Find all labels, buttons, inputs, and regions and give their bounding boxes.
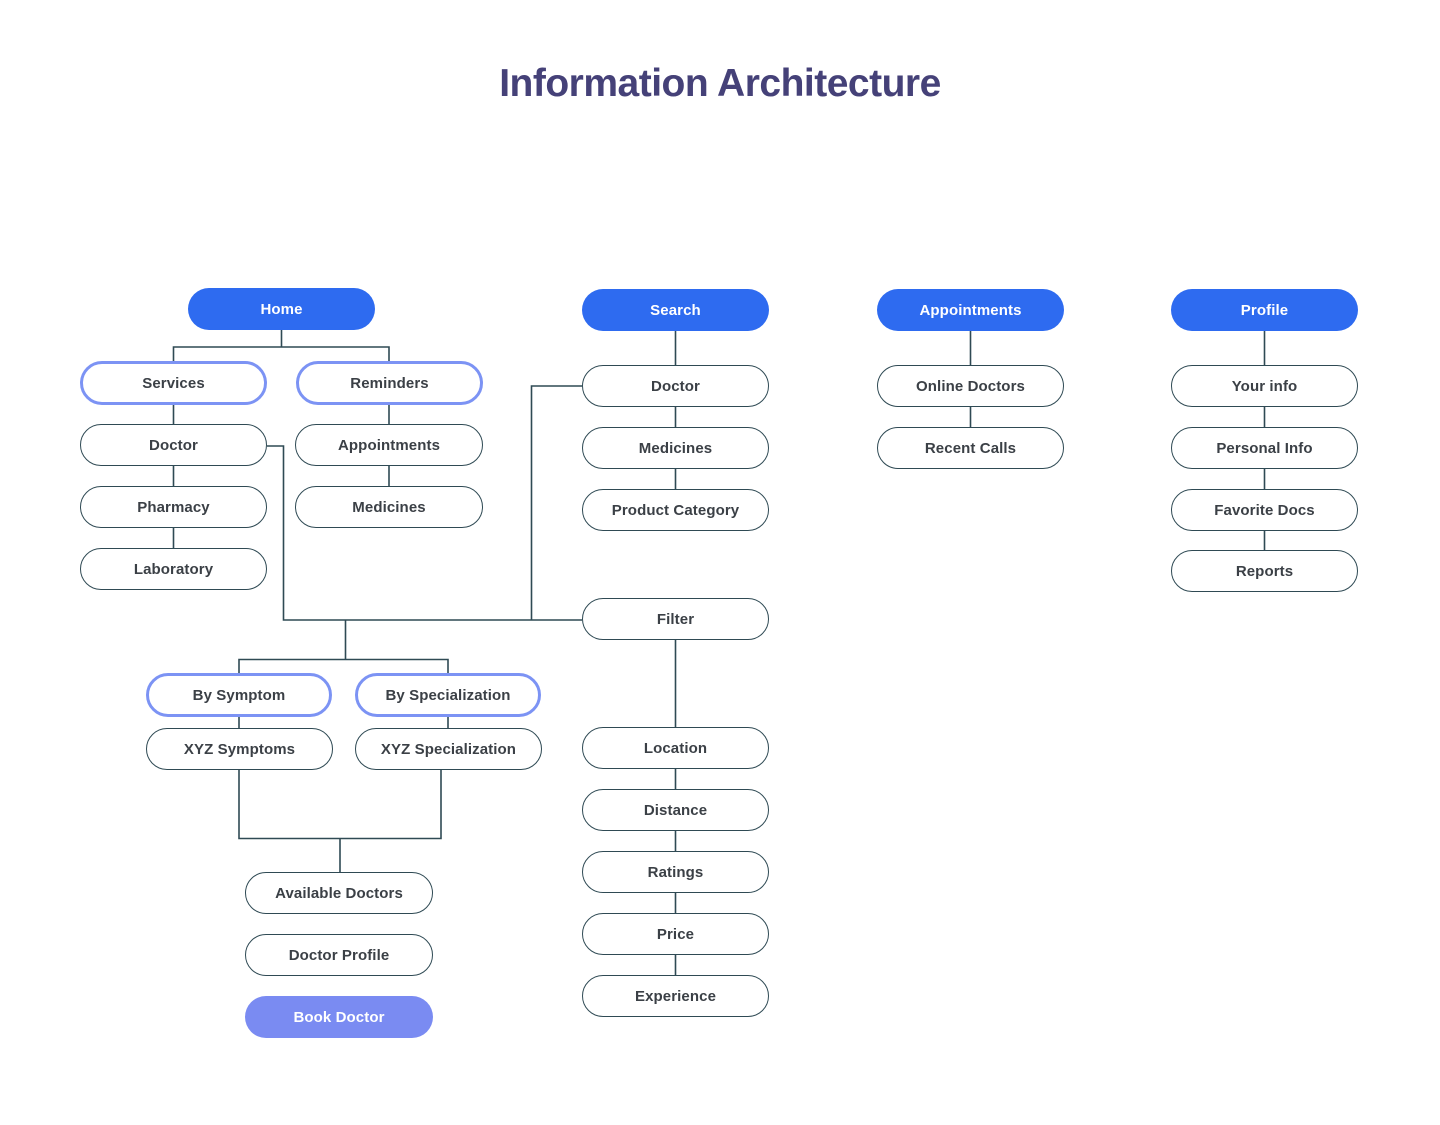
node-distance: Distance [582, 789, 769, 831]
node-online-doctors: Online Doctors [877, 365, 1064, 407]
node-search: Search [582, 289, 769, 331]
node-xyz-symptoms: XYZ Symptoms [146, 728, 333, 770]
node-by-specialization: By Specialization [355, 673, 541, 717]
node-services: Services [80, 361, 267, 405]
node-reminders: Reminders [296, 361, 483, 405]
node-recent-calls: Recent Calls [877, 427, 1064, 469]
node-appointments-home: Appointments [295, 424, 483, 466]
node-xyz-specialization: XYZ Specialization [355, 728, 542, 770]
node-profile: Profile [1171, 289, 1358, 331]
node-your-info: Your info [1171, 365, 1358, 407]
node-home: Home [188, 288, 375, 330]
node-by-symptom: By Symptom [146, 673, 332, 717]
node-available-doctors: Available Doctors [245, 872, 433, 914]
node-appointments: Appointments [877, 289, 1064, 331]
node-doctor-profile: Doctor Profile [245, 934, 433, 976]
node-reports: Reports [1171, 550, 1358, 592]
node-medicines-search: Medicines [582, 427, 769, 469]
node-pharmacy: Pharmacy [80, 486, 267, 528]
node-location: Location [582, 727, 769, 769]
page-title: Information Architecture [499, 62, 941, 105]
node-doctor-home: Doctor [80, 424, 267, 466]
node-favorite-docs: Favorite Docs [1171, 489, 1358, 531]
node-price: Price [582, 913, 769, 955]
node-ratings: Ratings [582, 851, 769, 893]
node-filter: Filter [582, 598, 769, 640]
node-product-category: Product Category [582, 489, 769, 531]
node-laboratory: Laboratory [80, 548, 267, 590]
node-experience: Experience [582, 975, 769, 1017]
node-book-doctor: Book Doctor [245, 996, 433, 1038]
node-medicines-home: Medicines [295, 486, 483, 528]
node-doctor-search: Doctor [582, 365, 769, 407]
node-personal-info: Personal Info [1171, 427, 1358, 469]
